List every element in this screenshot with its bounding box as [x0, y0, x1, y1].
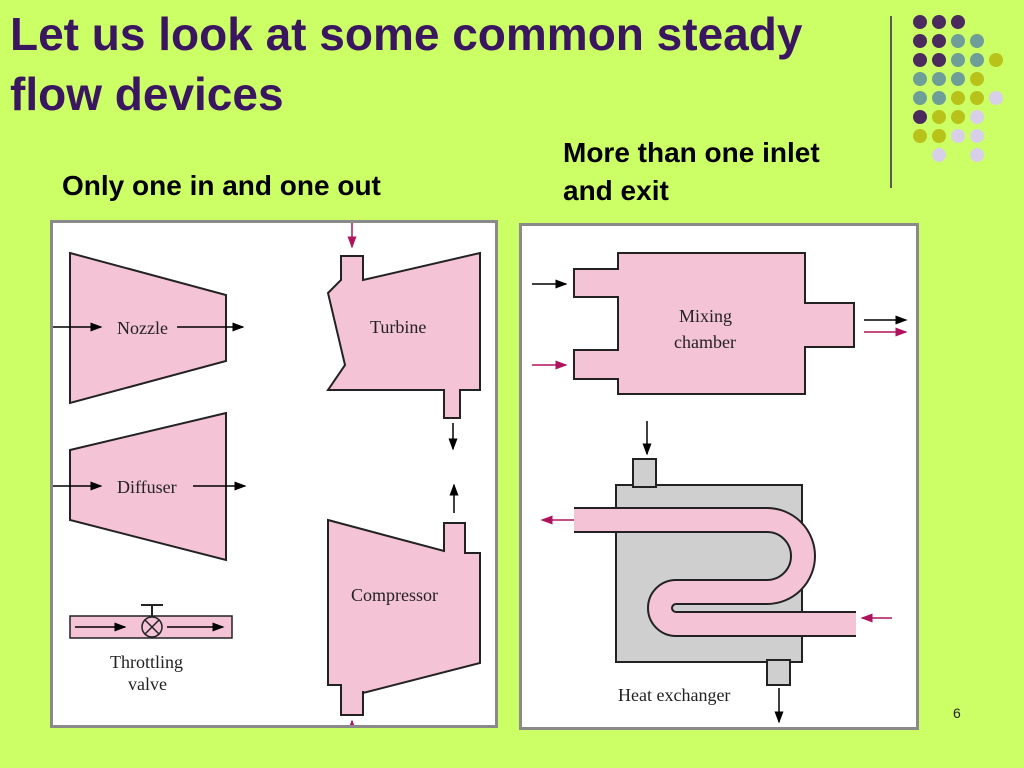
mixing-chamber-label-line1: Mixing	[679, 306, 732, 326]
mixing-chamber-label-line2: chamber	[674, 332, 736, 352]
decorative-dot	[970, 129, 984, 143]
turbine-diagram: Turbine	[326, 223, 481, 451]
decorative-dot	[913, 15, 927, 29]
decorative-dot	[932, 34, 946, 48]
decorative-dot	[970, 72, 984, 86]
throttling-valve-label-line2: valve	[128, 674, 167, 694]
turbine-label: Turbine	[370, 317, 426, 337]
subtitle-one-in-one-out: Only one in and one out	[62, 170, 381, 201]
nozzle-label: Nozzle	[117, 318, 168, 338]
decorative-dot	[970, 91, 984, 105]
single-stream-devices-panel: Nozzle Diffuser Throttling valve Turbine…	[50, 220, 498, 743]
decorative-dot	[970, 148, 984, 162]
decorative-dot	[989, 91, 1003, 105]
decorative-dot	[970, 53, 984, 67]
decorative-dot	[932, 110, 946, 124]
page-number: 6	[953, 705, 961, 721]
compressor-label: Compressor	[351, 585, 438, 605]
decorative-dot	[989, 53, 1003, 67]
decorative-dot	[951, 129, 965, 143]
mixing-chamber-diagram: Mixing chamber	[532, 252, 908, 395]
decorative-dot	[951, 34, 965, 48]
diffuser-diagram: Diffuser	[53, 411, 247, 562]
decorative-dot	[913, 91, 927, 105]
decorative-dot	[932, 15, 946, 29]
decorative-dot	[951, 110, 965, 124]
decorative-dot	[932, 91, 946, 105]
nozzle-diagram: Nozzle	[53, 251, 245, 405]
decorative-dot	[913, 34, 927, 48]
decorative-dot	[951, 53, 965, 67]
decorative-dot	[951, 72, 965, 86]
heat-exchanger-label: Heat exchanger	[618, 685, 730, 705]
decorative-dot	[932, 53, 946, 67]
title-divider	[890, 16, 892, 188]
decorative-dot	[932, 129, 946, 143]
decorative-dot	[932, 148, 946, 162]
decorative-dot	[913, 72, 927, 86]
throttling-valve-diagram: Throttling valve	[69, 604, 233, 694]
decorative-dot	[913, 129, 927, 143]
diffuser-label: Diffuser	[117, 477, 177, 497]
slide-title: Let us look at some common steady flow d…	[10, 8, 803, 120]
subtitle-multiple-inlets: More than one inlet and exit	[563, 137, 820, 206]
multi-stream-devices-panel: Mixing chamber Heat exchanger	[519, 223, 919, 730]
throttling-valve-label-line1: Throttling	[110, 652, 183, 672]
decorative-dot	[951, 91, 965, 105]
compressor-diagram: Compressor	[327, 483, 481, 743]
decorative-dot	[932, 72, 946, 86]
decorative-dot	[913, 110, 927, 124]
heat-exchanger-diagram: Heat exchanger	[540, 421, 892, 724]
decorative-dot	[970, 34, 984, 48]
decorative-dot	[970, 110, 984, 124]
decorative-dot	[951, 15, 965, 29]
decorative-dot	[913, 53, 927, 67]
